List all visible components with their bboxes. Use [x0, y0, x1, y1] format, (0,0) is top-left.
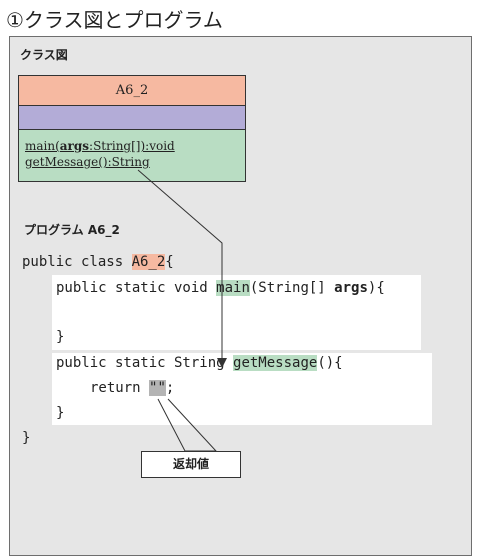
main-close-brace: } — [56, 329, 65, 345]
uml-class-name: A6_2 — [19, 76, 245, 106]
op-main-args: args — [59, 139, 90, 153]
return-line: return ""; — [90, 378, 174, 398]
main-signature-line: public static void main(String[] args){ — [56, 278, 385, 298]
main-keywords: public static void — [56, 280, 217, 296]
getmessage-close-brace: } — [56, 405, 65, 421]
getmessage-open-brace: (){ — [317, 355, 343, 371]
getmessage-name-highlight: getMessage — [233, 355, 318, 371]
return-semicolon: ; — [165, 380, 175, 396]
op-main-post: :String[]):void — [89, 139, 175, 153]
class-close-brace: } — [22, 430, 31, 446]
return-value-callout: 返却値 — [141, 451, 241, 478]
uml-operation-main: main(args:String[]):void — [25, 139, 175, 153]
page-heading: ①クラス図とプログラム — [6, 8, 223, 32]
return-keyword: return — [90, 380, 150, 396]
uml-attribute-compartment — [19, 106, 245, 130]
program-label: プログラム A6_2 — [24, 223, 120, 237]
return-value-highlight: "" — [149, 380, 166, 396]
main-args: args — [334, 280, 368, 296]
arrow-head — [217, 358, 227, 368]
main-open-brace: ){ — [367, 280, 385, 296]
operation-link-line — [137, 169, 223, 360]
uml-operation-getmessage: getMessage():String — [25, 155, 150, 169]
main-name-highlight: main — [216, 280, 250, 296]
class-decl-keywords: public class — [22, 254, 132, 270]
uml-class-box: A6_2 main(args:String[]):void getMessage… — [18, 75, 246, 182]
main-params: (String[] — [249, 280, 335, 296]
op-main-pre: main( — [25, 139, 60, 153]
callout-pointer-line — [157, 398, 218, 452]
class-name-highlight: A6_2 — [131, 254, 166, 270]
class-diagram-label: クラス図 — [20, 48, 68, 62]
class-open-brace: { — [165, 254, 174, 270]
getmessage-signature-line: public static String getMessage(){ — [56, 353, 343, 373]
uml-operation-compartment: main(args:String[]):void getMessage():St… — [19, 130, 245, 181]
getmessage-keywords: public static String — [56, 355, 234, 371]
class-declaration-line: public class A6_2{ — [22, 252, 174, 272]
